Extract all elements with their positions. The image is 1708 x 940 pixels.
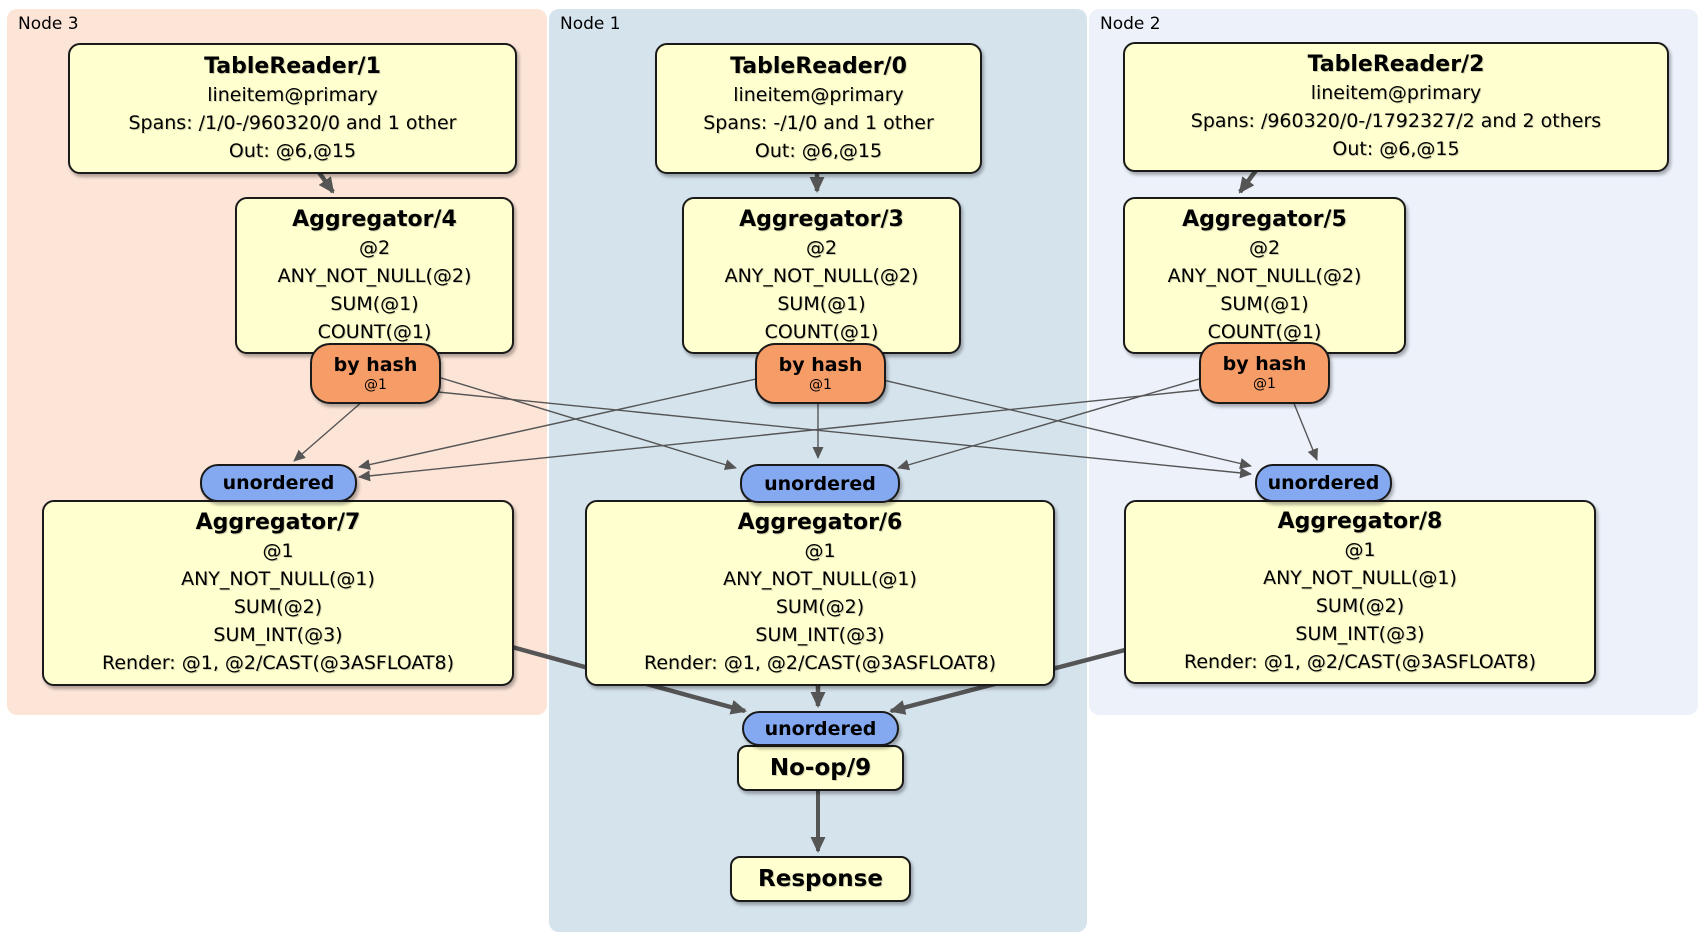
box-tablereader-0-line: Spans: -/1/0 and 1 other: [703, 111, 934, 134]
box-response-title: Response: [758, 866, 883, 892]
box-aggregator-8-title: Aggregator/8: [1277, 509, 1443, 534]
router-by-hash-node2-label: by hash: [1222, 353, 1307, 375]
box-aggregator-8-line: ANY_NOT_NULL(@1): [1263, 567, 1457, 589]
box-aggregator-3-line: @2: [805, 236, 838, 259]
stream-unordered-left-label: unordered: [222, 472, 335, 494]
box-aggregator-4-line: @2: [358, 236, 391, 259]
router-by-hash-node2: by hash @1: [1199, 342, 1330, 404]
box-aggregator-5: Aggregator/5 @2 ANY_NOT_NULL(@2) SUM(@1)…: [1123, 197, 1406, 354]
box-tablereader-2-line: Out: @6,@15: [1332, 138, 1460, 160]
edge-tr2-agg5: [1238, 167, 1259, 194]
box-tablereader-1-title: TableReader/1: [204, 53, 381, 79]
box-aggregator-6-line: @1: [804, 540, 836, 562]
edge-tr1-agg4: [316, 169, 335, 194]
router-by-hash-node3: by hash @1: [310, 343, 441, 404]
box-aggregator-4-line: ANY_NOT_NULL(@2): [277, 264, 472, 287]
box-aggregator-6-line: SUM(@2): [775, 596, 865, 618]
router-by-hash-node1: by hash @1: [755, 343, 886, 404]
box-aggregator-8-line: SUM(@2): [1315, 595, 1405, 617]
box-tablereader-2-title: TableReader/2: [1307, 52, 1485, 77]
stream-unordered-middle: unordered: [740, 464, 900, 503]
box-aggregator-6-line: Render: @1, @2/CAST(@3ASFLOAT8): [644, 652, 996, 674]
box-aggregator-4: Aggregator/4 @2 ANY_NOT_NULL(@2) SUM(@1)…: [235, 197, 514, 354]
box-aggregator-6-line: SUM_INT(@3): [755, 624, 885, 646]
edge-byhash2-unordered3: [358, 389, 1200, 482]
box-aggregator-5-line: @2: [1248, 236, 1281, 259]
box-no-op: No-op/9: [737, 745, 904, 791]
panel-node1-label: Node 1: [560, 14, 621, 34]
box-tablereader-2: TableReader/2 lineitem@primary Spans: /9…: [1123, 42, 1669, 172]
box-aggregator-7-line: SUM_INT(@3): [213, 624, 343, 646]
box-tablereader-0-line: Out: @6,@15: [754, 139, 883, 162]
edge-byhash1-unordered2: [882, 379, 1252, 469]
edge-byhash1-unordered3: [358, 378, 757, 470]
box-aggregator-8-line: Render: @1, @2/CAST(@3ASFLOAT8): [1184, 651, 1536, 673]
box-aggregator-5-line: COUNT(@1): [1207, 320, 1322, 343]
router-by-hash-node2-sub: @1: [1253, 376, 1276, 392]
router-by-hash-node1-label: by hash: [778, 353, 863, 376]
box-aggregator-7: Aggregator/7 @1 ANY_NOT_NULL(@1) SUM(@2)…: [42, 500, 514, 686]
box-no-op-title: No-op/9: [769, 755, 872, 781]
router-by-hash-node3-sub: @1: [364, 376, 387, 393]
box-tablereader-1-line: Spans: /1/0-/960320/0 and 1 other: [128, 111, 457, 134]
box-aggregator-6-title: Aggregator/6: [737, 510, 903, 535]
box-aggregator-7-line: Render: @1, @2/CAST(@3ASFLOAT8): [102, 652, 454, 674]
box-aggregator-3-line: COUNT(@1): [764, 320, 879, 343]
router-by-hash-node3-label: by hash: [333, 353, 418, 376]
box-aggregator-8-line: @1: [1344, 539, 1376, 561]
box-aggregator-4-line: COUNT(@1): [317, 320, 432, 343]
stream-unordered-final: unordered: [742, 711, 899, 746]
router-by-hash-node1-sub: @1: [809, 376, 832, 393]
box-tablereader-1: TableReader/1 lineitem@primary Spans: /1…: [68, 43, 517, 174]
box-aggregator-5-line: ANY_NOT_NULL(@2): [1167, 264, 1362, 287]
box-aggregator-4-line: SUM(@1): [330, 292, 419, 315]
panel-node3-label: Node 3: [18, 14, 79, 34]
box-aggregator-7-title: Aggregator/7: [195, 510, 361, 535]
box-aggregator-5-line: SUM(@1): [1220, 292, 1309, 315]
edge-byhash2-unordered2: [1292, 400, 1318, 461]
box-response: Response: [730, 856, 911, 902]
box-tablereader-2-line: Spans: /960320/0-/1792327/2 and 2 others: [1190, 110, 1602, 132]
box-tablereader-0-title: TableReader/0: [730, 53, 907, 79]
box-aggregator-4-title: Aggregator/4: [292, 206, 457, 232]
box-aggregator-5-title: Aggregator/5: [1182, 206, 1347, 232]
panel-node2-label: Node 2: [1100, 14, 1161, 34]
box-aggregator-3-title: Aggregator/3: [739, 206, 904, 232]
box-tablereader-1-line: lineitem@primary: [207, 83, 378, 106]
stream-unordered-middle-label: unordered: [764, 472, 876, 495]
box-tablereader-1-line: Out: @6,@15: [228, 139, 357, 162]
stream-unordered-left: unordered: [200, 464, 357, 502]
box-aggregator-3: Aggregator/3 @2 ANY_NOT_NULL(@2) SUM(@1)…: [682, 197, 961, 354]
box-tablereader-2-line: lineitem@primary: [1310, 82, 1482, 104]
edge-byhash3-unordered1: [437, 376, 737, 471]
box-aggregator-7-line: SUM(@2): [233, 596, 323, 618]
box-aggregator-8-line: SUM_INT(@3): [1295, 623, 1425, 645]
box-tablereader-0-line: lineitem@primary: [733, 83, 904, 106]
box-aggregator-7-line: ANY_NOT_NULL(@1): [181, 568, 375, 590]
box-aggregator-3-line: ANY_NOT_NULL(@2): [724, 264, 919, 287]
box-aggregator-6: Aggregator/6 @1 ANY_NOT_NULL(@1) SUM(@2)…: [585, 500, 1055, 686]
stream-unordered-right-label: unordered: [1267, 472, 1380, 494]
edge-byhash3-unordered2: [437, 391, 1252, 479]
stream-unordered-final-label: unordered: [764, 717, 877, 740]
box-tablereader-0: TableReader/0 lineitem@primary Spans: -/…: [655, 43, 982, 174]
edge-byhash2-unordered1: [897, 378, 1200, 471]
box-aggregator-3-line: SUM(@1): [777, 292, 866, 315]
box-aggregator-6-line: ANY_NOT_NULL(@1): [723, 568, 917, 590]
stream-unordered-right: unordered: [1255, 464, 1392, 502]
box-aggregator-7-line: @1: [262, 540, 294, 562]
box-aggregator-8: Aggregator/8 @1 ANY_NOT_NULL(@1) SUM(@2)…: [1124, 500, 1596, 684]
edge-byhash3-unordered3: [293, 400, 364, 462]
